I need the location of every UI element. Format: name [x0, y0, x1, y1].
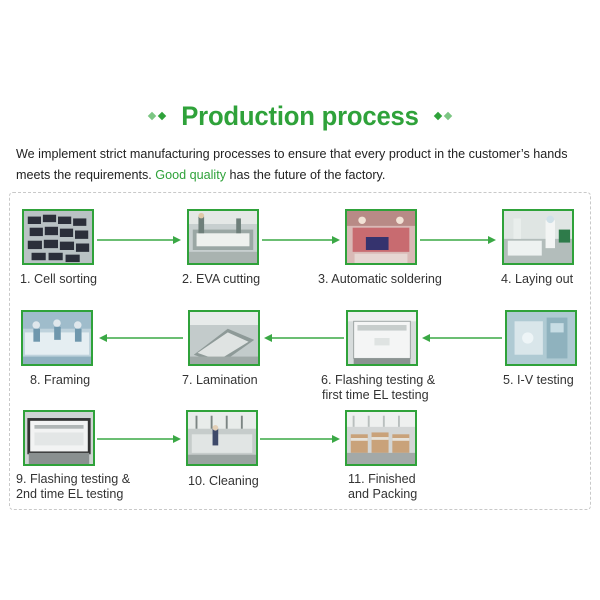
step-label: 2nd time EL testing — [16, 487, 124, 501]
second-flashing-testing-photo — [23, 410, 95, 466]
left-arrow-icon — [264, 333, 344, 343]
intro-paragraph: We implement strict manufacturing proces… — [16, 144, 588, 186]
framing-photo — [21, 310, 93, 366]
finished-packing-photo — [345, 410, 417, 466]
step-label: 11. Finished — [348, 472, 416, 486]
step-label: 7. Lamination — [182, 373, 258, 387]
step-label: and Packing — [348, 487, 418, 501]
title-row: Production process — [0, 98, 600, 134]
right-arrow-icon — [97, 235, 181, 245]
cell-sorting-photo — [22, 209, 94, 265]
step-label: 5. I-V testing — [503, 373, 574, 387]
lamination-photo — [188, 310, 260, 366]
diamond-bullets-icon — [147, 111, 167, 121]
intro-text-end: has the future of the factory. — [226, 168, 386, 182]
iv-testing-photo — [505, 310, 577, 366]
laying-out-photo — [502, 209, 574, 265]
step-label: 9. Flashing testing & — [16, 472, 131, 486]
step-label: 2. EVA cutting — [182, 272, 261, 286]
left-arrow-icon — [99, 333, 183, 343]
right-arrow-icon — [260, 434, 340, 444]
automatic-soldering-photo — [345, 209, 417, 265]
step-label: 3. Automatic soldering — [318, 272, 442, 286]
step-label: first time EL testing — [322, 388, 429, 402]
step-label: 4. Laying out — [501, 272, 574, 286]
step-label: 6. Flashing testing & — [321, 373, 436, 387]
right-arrow-icon — [262, 235, 340, 245]
cleaning-photo — [186, 410, 258, 466]
process-frame — [9, 192, 591, 510]
diamond-bullets-icon — [433, 111, 453, 121]
step-label: 1. Cell sorting — [20, 272, 97, 286]
intro-text: We implement strict manufacturing proces… — [16, 147, 568, 182]
flashing-testing-photo — [346, 310, 418, 366]
right-arrow-icon — [97, 434, 181, 444]
step-label: 8. Framing — [30, 373, 91, 387]
intro-highlight: Good quality — [155, 168, 227, 182]
right-arrow-icon — [420, 235, 496, 245]
eva-cutting-photo — [187, 209, 259, 265]
left-arrow-icon — [422, 333, 502, 343]
page-title: Production process — [181, 100, 419, 131]
step-label: 10. Cleaning — [188, 474, 259, 488]
